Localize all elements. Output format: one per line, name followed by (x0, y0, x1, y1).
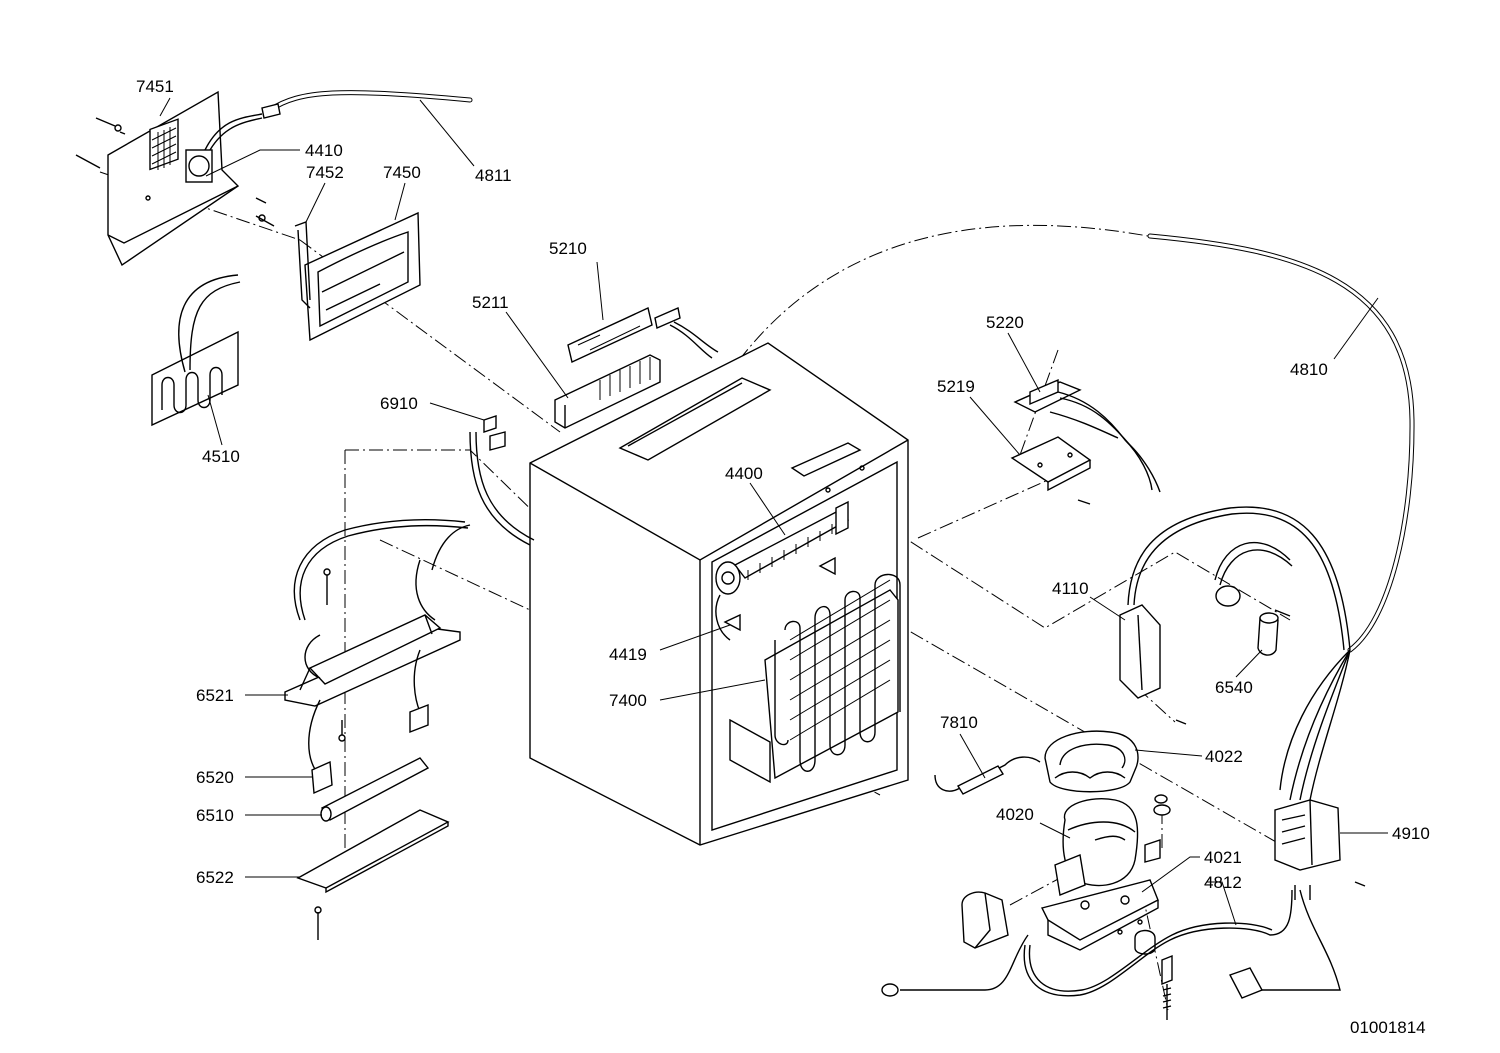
tangential-fan-4400 (715, 500, 850, 641)
terminal-box-4910 (1274, 799, 1366, 887)
condenser-coil-7400 (764, 573, 901, 780)
callout-4811: 4811 (475, 166, 512, 185)
callout-5211: 5211 (472, 293, 509, 312)
callout-labels: 7451 4410 7452 7450 4811 4510 5210 5211 … (136, 77, 1430, 1037)
sensor-bulb-7810 (934, 756, 1041, 795)
tray-plate-6522 (296, 809, 450, 940)
fan-panel-7451 (75, 90, 473, 267)
callout-7451: 7451 (136, 77, 174, 96)
callout-4510: 4510 (202, 447, 240, 466)
callout-5210: 5210 (549, 239, 587, 258)
callout-4812: 4812 (1204, 873, 1242, 892)
thermostat-4110 (1119, 506, 1351, 725)
callout-6522: 6522 (196, 868, 234, 887)
callout-4020: 4020 (996, 805, 1034, 824)
heater-rod-6510 (320, 757, 430, 822)
cable-4812 (881, 885, 1341, 999)
board-5220 (1013, 378, 1161, 493)
compressor-mount-4022 (1044, 730, 1139, 793)
callout-7810: 7810 (940, 713, 978, 732)
callout-4810: 4810 (1290, 360, 1328, 379)
callout-4410: 4410 (305, 141, 343, 160)
callout-6540: 6540 (1215, 678, 1253, 697)
callout-4400: 4400 (725, 464, 763, 483)
leader-lines (159, 97, 1388, 926)
callout-4110: 4110 (1052, 579, 1089, 598)
callout-4419: 4419 (609, 645, 647, 664)
heater-mat-4510 (151, 274, 241, 427)
capacitor-6540 (1257, 612, 1279, 656)
callout-7400: 7400 (609, 691, 647, 710)
bracket-5219 (1010, 436, 1092, 505)
callout-5220: 5220 (986, 313, 1024, 332)
front-bezel-5211 (554, 354, 661, 429)
callout-6510: 6510 (196, 806, 234, 825)
sensor-6910 (469, 415, 535, 546)
callout-5219: 5219 (937, 377, 975, 396)
callout-4910: 4910 (1392, 824, 1430, 843)
relay-cover (961, 891, 1009, 949)
callout-4021: 4021 (1204, 848, 1242, 867)
callout-7452: 7452 (306, 163, 344, 182)
cabinet-body (529, 342, 909, 846)
power-cord-4810 (1147, 233, 1415, 801)
callout-6520: 6520 (196, 768, 234, 787)
heater-clip-6520 (311, 703, 429, 795)
callout-4022: 4022 (1205, 747, 1243, 766)
evaporator-tray-6521 (284, 518, 471, 777)
callout-6521: 6521 (196, 686, 234, 705)
compressor-4020 (1040, 794, 1173, 1020)
control-board-5210 (567, 307, 719, 363)
callout-7450: 7450 (383, 163, 421, 182)
callout-6910: 6910 (380, 394, 418, 413)
drawing-number: 01001814 (1350, 1018, 1426, 1037)
evaporator-plate-7450 (255, 197, 421, 342)
